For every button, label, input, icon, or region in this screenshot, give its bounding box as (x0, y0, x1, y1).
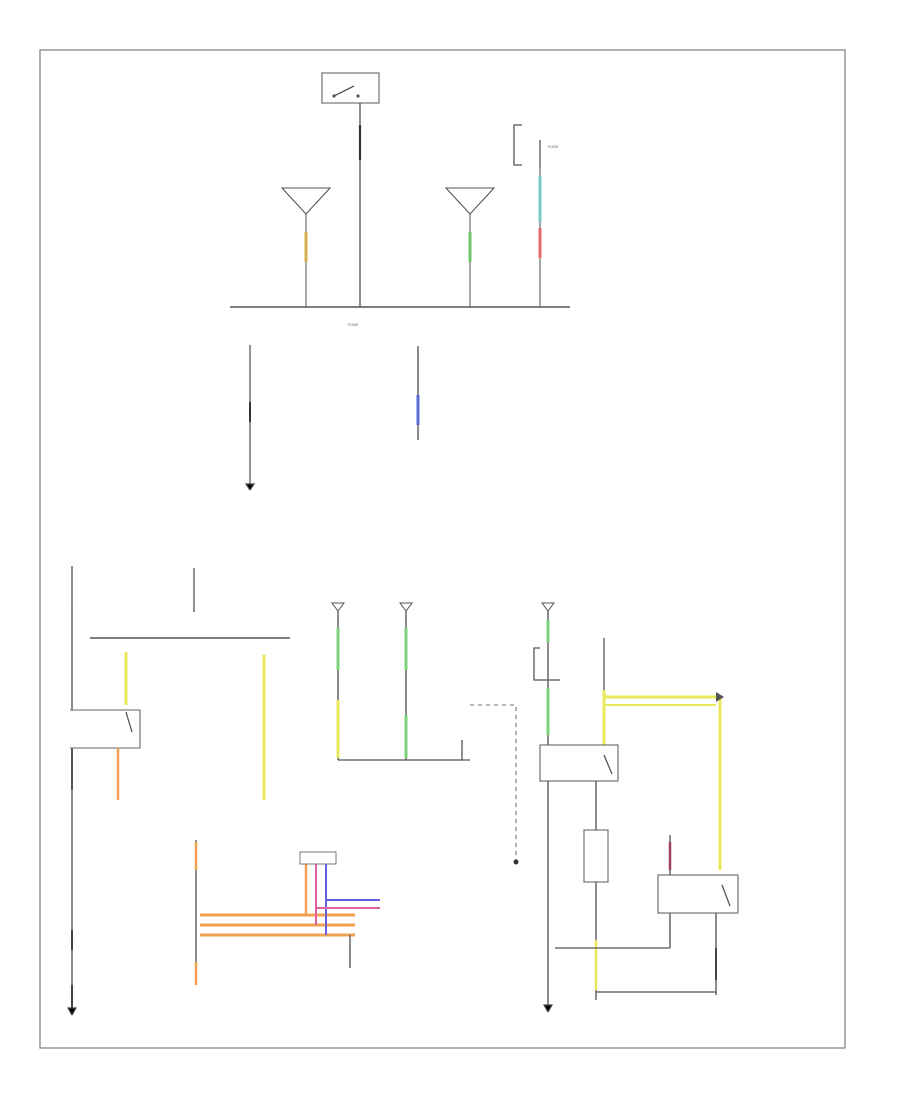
connector-cone-left (280, 187, 332, 215)
center-connector-1 (331, 602, 345, 760)
diagram-frame (39, 49, 846, 1049)
trailer-module-left (70, 709, 141, 749)
center-connector-2 (399, 602, 413, 760)
fuse-top-right: FUSE (513, 124, 559, 168)
orange-harness (194, 840, 380, 985)
resistor (583, 829, 609, 883)
right-fuse (533, 638, 605, 690)
ground-top (244, 345, 256, 491)
connector-cone-mid (444, 187, 496, 215)
right-connector (541, 602, 555, 1010)
svg-text:FUSE: FUSE (548, 145, 559, 149)
headlamp-switch (321, 72, 380, 104)
right-module-2 (657, 874, 739, 914)
ground-bottom-left (66, 1007, 78, 1016)
right-module-1 (539, 744, 619, 782)
ground-bottom-right (542, 1004, 554, 1013)
svg-text:FUSE: FUSE (348, 323, 359, 327)
